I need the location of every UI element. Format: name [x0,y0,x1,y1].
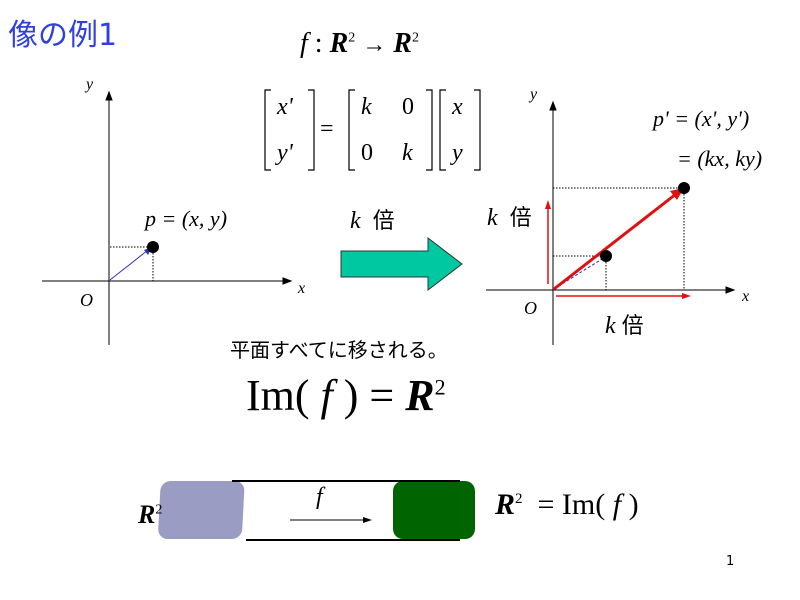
lhs-x: x' [277,94,293,120]
left-axes [42,90,293,345]
page-title: 像の例1 [8,18,118,53]
left-point [147,241,159,253]
right-y-label: y [530,86,538,103]
right-point-label-1: p' = (x', y') [653,106,750,131]
image-equation: Im( f ) = R2 [246,371,446,420]
m11: k [361,94,372,120]
transform-arrow [340,236,463,292]
bottom-right-label: R2 = Im( f ) [495,488,639,521]
left-point-label: p = (x, y) [145,206,228,231]
rhs-y: y [452,140,463,166]
m12: 0 [402,94,414,120]
caption: 平面すべてに移される。 [230,338,448,362]
right-point-scaled [678,182,690,194]
lhs-y: y' [277,140,293,166]
rhs-x: x [452,94,463,120]
right-horizontal-scale-label: k 倍 [605,313,644,339]
left-y-label: y [86,76,94,93]
left-blob [158,481,245,539]
right-small-vector [553,258,603,290]
right-guides [553,187,685,290]
mapping-formula: f : R2 → R2 [300,28,419,59]
left-vector [109,249,149,281]
left-x-label: x [298,280,306,297]
bottom-diagram [158,480,475,541]
right-blob [393,481,475,539]
page-number: 1 [726,554,735,569]
red-vertical-arrow-head [545,200,551,209]
m22: k [402,140,413,166]
bottom-left-label: R2 [138,500,163,529]
left-guides [110,246,154,281]
right-point-label-2: = (kx, ky) [677,146,763,171]
right-axes [486,100,736,345]
matrix-brackets [264,89,481,171]
right-x-label: x [742,288,750,305]
equals-sign: = [320,116,334,142]
bottom-map-label: f [316,484,323,510]
red-horizontal-arrow-head [682,293,691,299]
red-scaled-vector [553,192,677,291]
left-origin-label: O [80,290,93,310]
arrow-scale-label: k 倍 [350,208,395,234]
right-origin-label: O [524,298,537,318]
m21: 0 [361,140,373,166]
right-vertical-scale-label: k 倍 [487,205,532,231]
right-point-small [600,250,612,262]
